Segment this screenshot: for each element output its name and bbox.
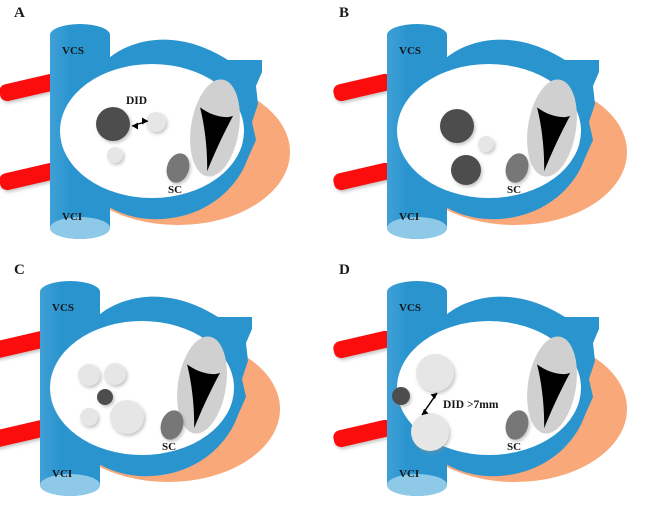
vci-label: VCI [399, 211, 419, 223]
did-label: DID [126, 95, 147, 107]
panel-d-diagram: SC DID >7mm VCS VCI [333, 281, 627, 496]
sc-label: SC [168, 184, 182, 196]
valve-group [177, 336, 227, 434]
nodule-dark-1 [392, 387, 410, 405]
sc-nodule [505, 153, 529, 183]
nodule-light-2 [104, 363, 126, 385]
nodule-light-1 [416, 354, 454, 392]
panel-a-diagram: SC DID VCS VCI [0, 24, 290, 239]
artery-lower [333, 419, 393, 448]
panel-letter-d: D [339, 262, 350, 278]
nodule-light-1 [146, 112, 166, 132]
panel-a: A [0, 0, 325, 256]
vci-label: VCI [62, 211, 82, 223]
panel-b-diagram: SC VCS VCI [333, 24, 627, 239]
did-label: DID >7mm [443, 399, 499, 411]
vcs-label: VCS [399, 302, 421, 314]
sc-nodule [166, 153, 190, 183]
nodule-light-3 [80, 408, 98, 426]
nodule-dark [96, 107, 130, 141]
panel-d: D SC [325, 257, 650, 513]
vci-label: VCI [52, 468, 72, 480]
artery-lower [0, 162, 59, 191]
panel-letter-b: B [339, 5, 350, 21]
nodule-light-2 [107, 147, 123, 163]
vcs-label: VCS [399, 45, 421, 57]
nodule-dark-1 [440, 109, 474, 143]
panel-letter-c: C [14, 262, 25, 278]
nodule-dark-1 [97, 389, 113, 405]
artery-lower [333, 162, 393, 191]
panel-b: B SC [325, 0, 650, 256]
sc-label: SC [507, 184, 521, 196]
sc-label: SC [162, 441, 176, 453]
artery-upper [333, 330, 393, 359]
vcs-label: VCS [52, 302, 74, 314]
did-arrow [131, 117, 149, 130]
artery-upper [333, 73, 393, 102]
nodule-light-2 [411, 413, 449, 451]
artery-upper [0, 330, 50, 359]
nodule-dark-2 [451, 155, 481, 185]
sc-nodule [505, 410, 529, 440]
sc-nodule [160, 410, 184, 440]
vci-label: VCI [399, 468, 419, 480]
valve-group [190, 79, 240, 177]
valve-group [527, 79, 577, 177]
panel-letter-a: A [14, 5, 25, 21]
artery-lower [0, 419, 50, 448]
artery-upper [0, 73, 59, 102]
nodule-light-1 [478, 136, 494, 152]
sc-label: SC [507, 441, 521, 453]
panel-c: C SC [0, 257, 325, 513]
vcs-label: VCS [62, 45, 84, 57]
panel-c-diagram: SC VCS VCI [0, 281, 280, 496]
did-arrow [421, 392, 438, 416]
nodule-light-1 [78, 364, 100, 386]
valve-group [527, 336, 577, 434]
nodule-light-4 [110, 400, 144, 434]
